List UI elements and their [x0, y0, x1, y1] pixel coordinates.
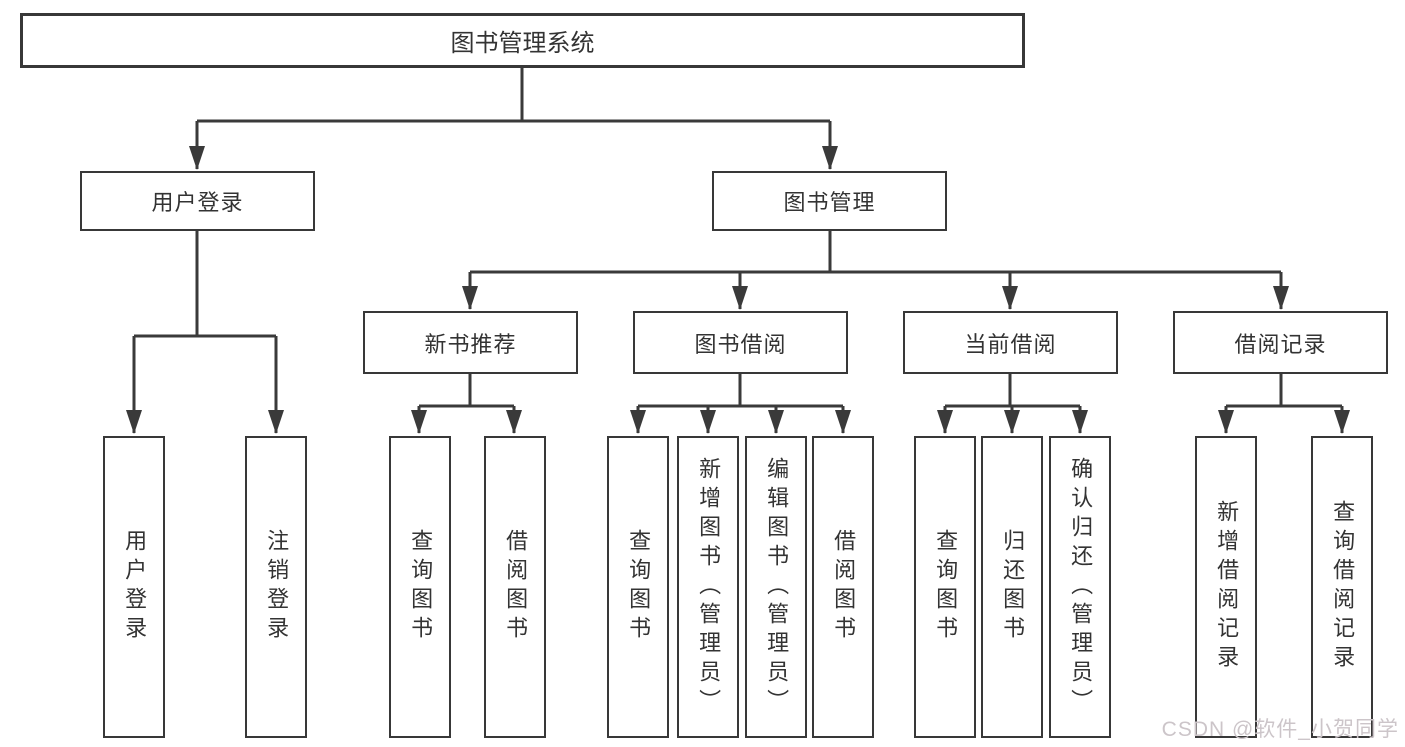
leaf-query-borrow-record-label: 查询借阅记录: [1330, 500, 1356, 674]
leaf-add-books-admin: 新增图书（管理员）: [677, 436, 739, 738]
leaf-query-books-borrow: 查询图书: [607, 436, 669, 738]
node-library-system: 图书管理系统: [20, 13, 1025, 68]
node-borrow-records-label: 借阅记录: [1234, 331, 1327, 357]
node-book-borrow-label: 图书借阅: [694, 331, 787, 357]
node-user-login-label: 用户登录: [151, 190, 244, 215]
leaf-user-login-label: 用户登录: [122, 529, 148, 645]
leaf-logout: 注销登录: [245, 436, 307, 738]
node-current-borrow: 当前借阅: [903, 311, 1118, 374]
node-book-management: 图书管理: [712, 171, 947, 231]
leaf-borrow-books-label: 借阅图书: [831, 529, 857, 645]
leaf-edit-books-admin-label: 编辑图书（管理员）: [764, 456, 790, 718]
node-user-login: 用户登录: [80, 171, 315, 231]
leaf-borrow-books: 借阅图书: [812, 436, 874, 738]
watermark: CSDN @软件_小贺同学: [1161, 718, 1399, 741]
leaf-add-borrow-record: 新增借阅记录: [1195, 436, 1257, 738]
node-library-system-label: 图书管理系统: [450, 30, 595, 57]
leaf-query-borrow-record: 查询借阅记录: [1311, 436, 1373, 738]
node-new-book-recommend-label: 新书推荐: [424, 331, 517, 357]
node-book-management-label: 图书管理: [783, 190, 876, 215]
leaf-borrow-books-recommend: 借阅图书: [484, 436, 546, 738]
node-book-borrow: 图书借阅: [633, 311, 848, 374]
leaf-user-login: 用户登录: [103, 436, 165, 738]
leaf-add-books-admin-label: 新增图书（管理员）: [696, 456, 722, 718]
leaf-query-books-current-label: 查询图书: [933, 529, 959, 645]
leaf-add-borrow-record-label: 新增借阅记录: [1214, 500, 1240, 674]
leaf-confirm-return-admin-label: 确认归还（管理员）: [1068, 456, 1094, 718]
leaf-borrow-books-recommend-label: 借阅图书: [503, 529, 529, 645]
leaf-return-books: 归还图书: [981, 436, 1043, 738]
leaf-return-books-label: 归还图书: [1000, 529, 1026, 645]
leaf-edit-books-admin: 编辑图书（管理员）: [745, 436, 807, 738]
leaf-query-books-borrow-label: 查询图书: [626, 529, 652, 645]
leaf-confirm-return-admin: 确认归还（管理员）: [1049, 436, 1111, 738]
node-current-borrow-label: 当前借阅: [964, 331, 1057, 357]
leaf-query-books-recommend-label: 查询图书: [408, 529, 434, 645]
node-new-book-recommend: 新书推荐: [363, 311, 578, 374]
leaf-query-books-recommend: 查询图书: [389, 436, 451, 738]
leaf-query-books-current: 查询图书: [914, 436, 976, 738]
node-borrow-records: 借阅记录: [1173, 311, 1388, 374]
leaf-logout-label: 注销登录: [264, 529, 290, 645]
